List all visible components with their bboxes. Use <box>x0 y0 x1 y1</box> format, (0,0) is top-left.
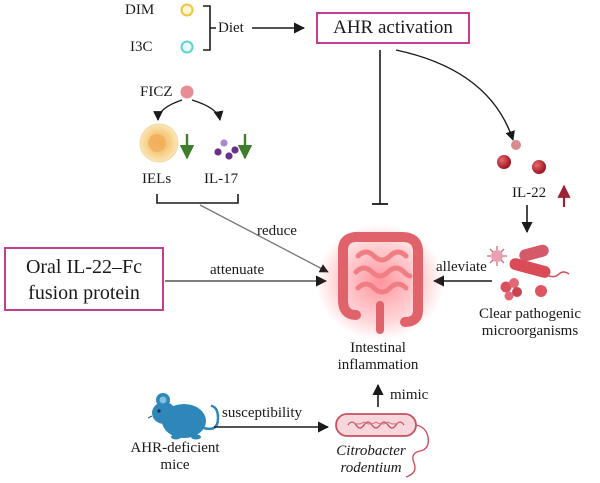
iels-label: IELs <box>142 171 172 187</box>
citro-line2: rodentium <box>340 459 402 476</box>
intestine-icon <box>316 224 444 340</box>
dim-label: DIM <box>125 2 155 18</box>
mouse-icon <box>147 393 220 440</box>
intestinal-line1: Intestinal <box>350 340 406 356</box>
ahr-to-il22-arrow <box>395 49 515 141</box>
attenuate-label: attenuate <box>210 262 265 278</box>
intestinal-line2: inflammation <box>337 356 419 373</box>
il22-molecules-icon <box>497 140 546 174</box>
il17-molecules-icon <box>214 139 239 160</box>
ahr-activation-box: AHR activation <box>316 12 470 44</box>
ahr-mice-line1: AHR-deficient <box>130 440 220 456</box>
clear-pathogenic-line1: Clear pathogenic <box>478 306 582 322</box>
mimic-label: mimic <box>390 387 429 403</box>
diet-label: Diet <box>218 20 244 36</box>
susceptibility-label: susceptibility <box>222 405 302 421</box>
citrobacter-rodentium-label: Citrobacter rodentium <box>326 443 416 476</box>
alleviate-label: alleviate <box>436 259 487 275</box>
bacterium-icon <box>335 413 430 478</box>
ficz-molecule-icon <box>180 85 194 99</box>
oral-il22-fc-box: Oral IL-22–Fc fusion protein <box>4 247 164 311</box>
citro-line1: Citrobacter <box>336 443 406 459</box>
il17-label: IL-17 <box>204 171 239 187</box>
i3c-label: I3C <box>130 39 153 55</box>
clear-pathogenic-label: Clear pathogenic microorganisms <box>465 306 595 339</box>
ahr-deficient-mice-label: AHR-deficient mice <box>120 440 230 473</box>
ficz-label: FICZ <box>140 84 173 100</box>
ahr-mice-line2: mice <box>160 456 190 473</box>
microbe-cluster-icon <box>487 244 570 301</box>
i3c-molecule-icon <box>180 40 194 54</box>
clear-pathogenic-line2: microorganisms <box>481 322 579 339</box>
diet-bracket <box>203 5 216 51</box>
oral-il22-fc-line1: Oral IL-22–Fc <box>25 256 143 278</box>
intestinal-inflammation-label: Intestinal inflammation <box>320 340 436 373</box>
ficz-to-il17-arrow <box>191 99 224 121</box>
reduce-label: reduce <box>257 223 297 239</box>
iels-il17-bracket <box>156 194 239 204</box>
ficz-to-iels-arrow <box>153 99 183 121</box>
ahr-activation-label: AHR activation <box>333 17 453 38</box>
il22-label: IL-22 <box>512 185 547 201</box>
dim-molecule-icon <box>180 3 194 17</box>
reduce-arrow <box>199 204 329 273</box>
oral-il22-fc-line2: fusion protein <box>28 282 140 304</box>
